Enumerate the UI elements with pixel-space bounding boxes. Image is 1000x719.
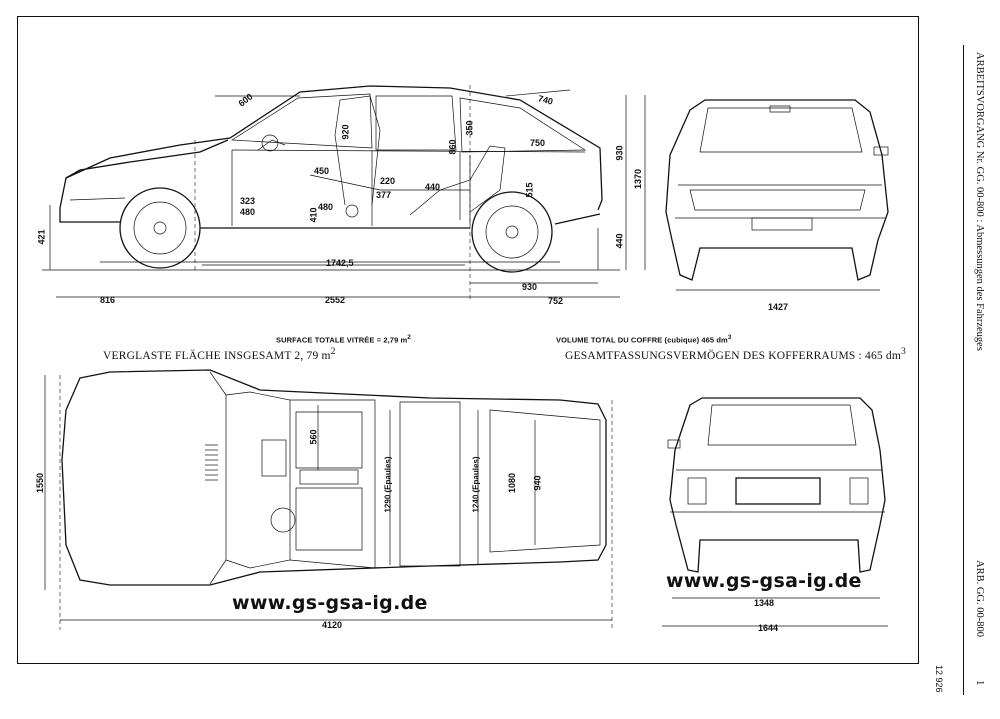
dim-overall-length: 4120 [322,620,343,630]
dim-overall-height: 1370 [633,168,644,190]
sidebar-page-number: 1 [974,680,985,686]
dim-front-headroom: 920 [340,124,351,140]
dim-overall-width: 1550 [35,472,46,494]
dim-377: 377 [376,190,392,200]
sidebar-header: ARBEITSVORGANG Nr. GG. 00-800 : Abmessun… [974,52,985,351]
dim-1080: 1080 [507,472,518,494]
dim-220: 220 [380,176,396,186]
dim-480-seat: 480 [240,207,256,217]
dim-323: 323 [240,196,256,206]
watermark-bottom: www.gs-gsa-ig.de [232,592,428,614]
dim-rear-overhang-height: 440 [614,233,625,249]
dim-515: 515 [524,182,535,198]
dim-front-overhang: 816 [100,295,116,305]
document-number: 12 926 [934,665,944,693]
caption-trunk-fr: VOLUME TOTAL DU COFFRE (cubique) 465 dm3 [556,334,732,345]
dim-rear-seat-height: 860 [447,139,458,155]
dim-rear-track: 1348 [754,598,775,608]
caption-glazing-de: VERGLASTE FLÄCHE INSGESAMT 2, 79 m2 [103,346,336,362]
dim-930-rear: 930 [522,282,538,292]
dim-front-shoulder: 1290 (Epaules) [383,456,393,513]
caption-trunk-de: GESAMTFASSUNGSVERMÖGEN DES KOFFERRAUMS :… [565,346,907,362]
dim-rear-overall-width: 1644 [758,623,779,633]
drawing-frame [17,16,919,664]
right-margin-rule [963,45,964,695]
dim-front-height: 421 [36,229,47,245]
watermark-top-right: www.gs-gsa-ig.de [666,570,862,592]
dim-560: 560 [308,429,319,445]
dim-rear-shoulder: 1240 (Epaules) [471,456,481,513]
dim-450: 450 [314,166,330,176]
dim-940: 940 [532,475,543,491]
dim-rear-headroom: 350 [464,120,475,136]
dim-trunk-length: 750 [530,138,546,148]
dim-front-track-width: 1427 [768,302,789,312]
dim-440-interior: 440 [425,182,441,192]
dim-480-pedal: 480 [318,202,334,212]
dim-roof-front: 600 [236,91,255,109]
sidebar-footer: ARB. GG. 00-800 [974,560,985,638]
dim-tailgate: 740 [536,93,555,107]
dim-wheelbase: 2552 [325,295,346,305]
dim-roof-height: 930 [614,145,625,161]
dim-1742: 1742,5 [326,258,354,268]
caption-glazing-fr: SURFACE TOTALE VITRÉE = 2,79 m2 [276,334,411,345]
dim-rear-overhang: 752 [548,296,564,306]
